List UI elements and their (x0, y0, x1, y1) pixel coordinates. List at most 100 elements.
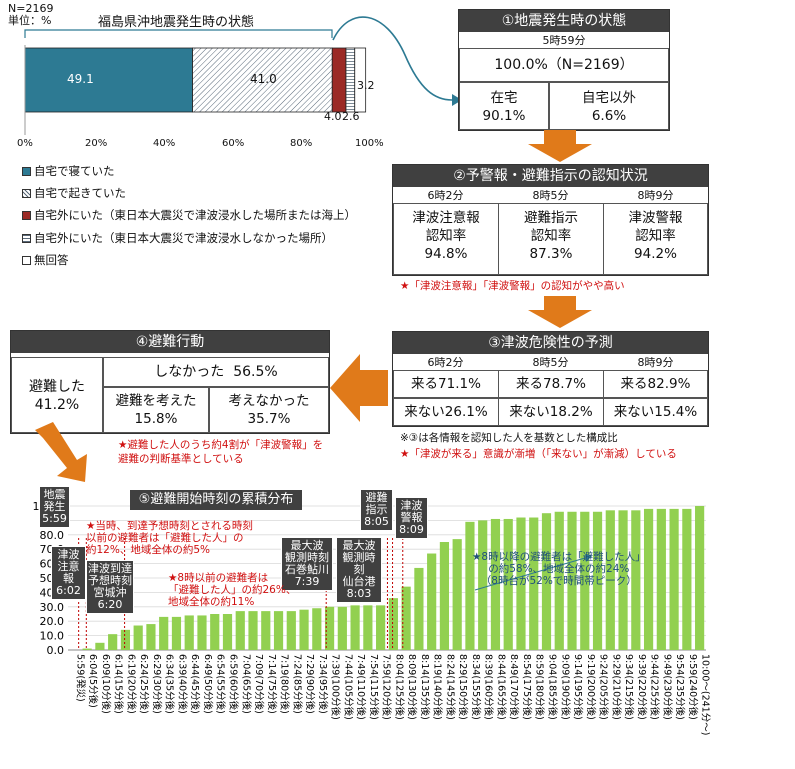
bar (324, 606, 335, 650)
box3-note2: ★「津波が来る」意識が漸増（「来ない」が漸減）している (400, 448, 677, 460)
box2-time: 8時9分 (637, 189, 674, 202)
xtick: 20% (85, 138, 108, 149)
xtick-label: 8:44(165分後) (495, 654, 507, 720)
bar (427, 553, 437, 650)
ytick-label: 30.0 (40, 601, 65, 614)
box1-title: ①地震発生時の状態 (459, 10, 669, 32)
bar (452, 539, 462, 650)
box3-come: 来る71.1% (393, 370, 499, 398)
bar (580, 511, 590, 650)
box3-no: 来ない15.4% (603, 398, 708, 426)
xtick-label: 6:49(50分後) (202, 654, 214, 714)
xtick-label: 8:29(150分後) (457, 654, 469, 720)
box3-no: 来ない26.1% (393, 398, 499, 426)
xtick-label: 10:00～(241分～) (700, 654, 711, 735)
xtick-label: 6:04(5分後) (87, 654, 99, 708)
bar (299, 609, 309, 650)
xtick: 80% (290, 138, 313, 149)
legend-item: 自宅外にいた（東日本大震災で津波浸水しなかった場所） (22, 231, 333, 245)
bar (133, 625, 143, 650)
bar (286, 611, 296, 650)
bar (261, 611, 271, 650)
down-arrow (528, 130, 592, 162)
bar (592, 511, 603, 650)
xtick-label: 9:44(225分後) (649, 654, 661, 720)
box-prediction: ③津波危険性の予測 6時2分 8時5分 8時9分 来る71.1% 来る78.7%… (392, 331, 709, 427)
down-arrow (528, 296, 592, 328)
bar (605, 510, 615, 650)
bar (82, 648, 92, 650)
xtick-label: 8:14(135分後) (419, 654, 431, 720)
bar (159, 616, 169, 650)
top-chart-title: 福島県沖地震発生時の状態 (98, 15, 255, 30)
bar (682, 508, 692, 650)
bar (363, 605, 373, 650)
xtick: 60% (222, 138, 245, 149)
xtick-label: 8:34(155分後) (470, 654, 482, 720)
bar (337, 606, 347, 650)
box3-note1: ※③は各情報を認知した人を基数とした構成比 (400, 432, 618, 444)
box3-no: 来ない18.2% (498, 398, 604, 426)
annot-red-2: ★8時以前の避難者は「避難した人」の約26%、地域全体の約11% (168, 572, 297, 608)
xtick-label: 8:09(130分後) (406, 654, 418, 720)
xtick-label: 7:54(115分後) (368, 654, 380, 720)
bar (108, 634, 118, 650)
bar (95, 642, 105, 650)
box3-come: 来る78.7% (498, 370, 604, 398)
bar (503, 518, 513, 650)
left-arrow (330, 354, 388, 422)
box2-note: ★「津波注意報」「津波警報」の認知がやや高い (400, 280, 625, 292)
xtick-label: 6:19(20分後) (125, 654, 137, 714)
xtick-label: 7:24(85分後) (291, 654, 303, 714)
bar (184, 615, 194, 650)
ytick-label: 80.0 (40, 529, 65, 542)
stack-segment-4 (354, 47, 367, 113)
xtick-label: 8:24(145分後) (444, 654, 456, 720)
xtick-label: 6:24(25分後) (138, 654, 150, 714)
bar (554, 511, 564, 650)
ytick-label: 0.0 (47, 644, 65, 657)
diag-arrow (35, 422, 87, 482)
xtick-label: 7:09(70分後) (253, 654, 265, 714)
box4-title: ④避難行動 (11, 331, 329, 353)
bar (388, 598, 398, 650)
xtick-label: 7:39(100分後) (330, 654, 342, 720)
xtick-label: 5:59(発災) (74, 654, 86, 702)
xtick-label: 9:39(220分後) (636, 654, 648, 720)
cumulative-chart-svg: 0.010.020.030.040.050.060.070.080.090.01… (33, 500, 711, 735)
box3-title: ③津波危険性の予測 (393, 332, 708, 354)
seg-label-3: 2.6 (342, 110, 360, 123)
bar (516, 517, 526, 650)
bar (120, 629, 131, 650)
annot-red-1: ★当時、到達予想時刻とされる時刻以前の避難者は「避難した人」の約12%、地域全体… (86, 520, 253, 556)
legend-item: 無回答 (22, 253, 69, 267)
bracket-line (24, 29, 333, 38)
xtick-label: 8:39(160分後) (483, 654, 495, 720)
stacked-bar-svg (24, 29, 367, 135)
xtick-label: 7:19(80分後) (279, 654, 291, 714)
bar (312, 608, 322, 650)
seg-label-4: 3.2 (357, 79, 375, 92)
xtick-label: 9:09(190分後) (559, 654, 571, 720)
bar (643, 508, 654, 650)
xtick-label: 8:54(175分後) (521, 654, 533, 720)
curve-arrow (332, 16, 462, 106)
bar (656, 508, 666, 650)
seg-label-1: 41.0 (250, 72, 277, 86)
xtick: 0% (17, 138, 33, 149)
bar (376, 605, 386, 650)
bar (222, 614, 233, 650)
xtick-label: 8:04(125分後) (393, 654, 405, 720)
xtick-label: 6:54(55分後) (215, 654, 227, 714)
